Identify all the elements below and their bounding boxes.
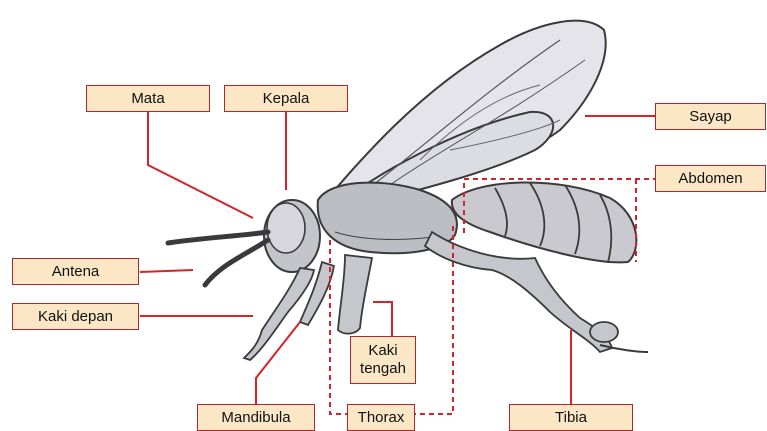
antennae <box>168 232 268 285</box>
label-kaki-tengah-line1: Kaki <box>368 342 397 360</box>
label-tibia: Tibia <box>509 404 633 431</box>
head-body <box>264 200 320 272</box>
leader-mata <box>148 111 253 218</box>
label-sayap: Sayap <box>655 103 766 130</box>
label-kepala: Kepala <box>224 85 348 112</box>
label-antena: Antena <box>12 258 139 285</box>
abdomen-body <box>452 182 637 262</box>
leader-antena <box>140 270 193 272</box>
label-kaki-tengah-line2: tengah <box>360 360 406 378</box>
label-mata: Mata <box>86 85 210 112</box>
label-mandibula: Mandibula <box>197 404 315 431</box>
label-thorax: Thorax <box>347 404 415 431</box>
label-abdomen: Abdomen <box>655 165 766 192</box>
leader-kaki-tengah <box>373 302 392 336</box>
label-kaki-tengah: Kaki tengah <box>350 336 416 384</box>
label-kaki-depan: Kaki depan <box>12 303 139 330</box>
